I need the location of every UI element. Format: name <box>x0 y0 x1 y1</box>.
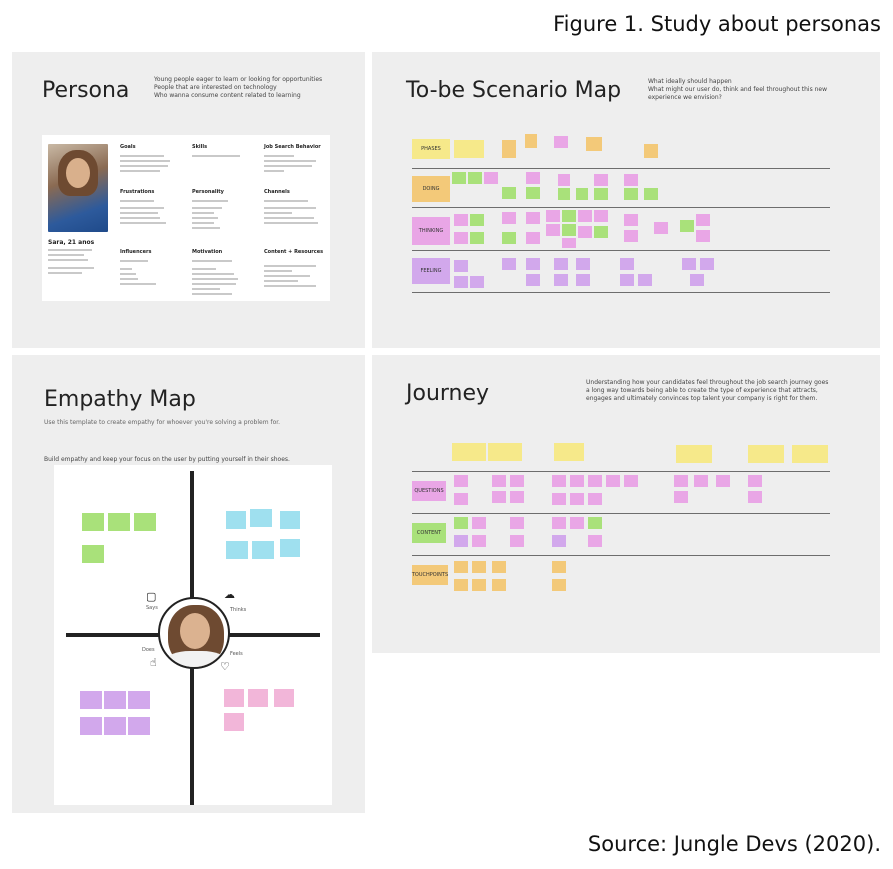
scenario-title: To-be Scenario Map <box>406 78 621 103</box>
scenario-row-feeling: FEELING <box>412 258 450 284</box>
persona-panel: Persona Young people eager to learn or l… <box>12 52 365 348</box>
thought-cloud-icon: ☁ <box>224 589 235 600</box>
scenario-row-thinking: THINKING <box>412 217 450 245</box>
persona-job-search-heading: Job Search Behavior <box>264 144 321 150</box>
figure-source: Source: Jungle Devs (2020). <box>588 832 881 856</box>
persona-skills-heading: Skills <box>192 144 207 150</box>
persona-intro: Young people eager to learn or looking f… <box>154 76 322 100</box>
persona-content-heading: Content + Resources <box>264 249 323 255</box>
journey-row-touchpoints: TOUCHPOINTS <box>412 565 448 585</box>
empathy-instruction: Build empathy and keep your focus on the… <box>44 456 290 464</box>
quadrant-label-thinks: Thinks <box>230 607 246 613</box>
empathy-title: Empathy Map <box>44 387 196 412</box>
journey-intro: Understanding how your candidates feel t… <box>586 379 828 403</box>
persona-personality-heading: Personality <box>192 189 224 195</box>
empathy-avatar <box>158 597 230 669</box>
quadrant-label-says: Says <box>146 605 158 611</box>
speech-bubble-icon: ▢ <box>146 591 156 602</box>
figure-title: Figure 1. Study about personas <box>553 12 881 36</box>
quadrant-label-does: Does <box>142 647 155 653</box>
persona-channels-heading: Channels <box>264 189 290 195</box>
quadrant-label-feels: Feels <box>230 651 243 657</box>
journey-panel: Journey Understanding how your candidate… <box>372 355 880 653</box>
journey-row-content: CONTENT <box>412 523 446 543</box>
empathy-canvas: ▢ Says ☁ Thinks Does ☝ Feels ♡ <box>54 465 332 805</box>
journey-title: Journey <box>406 381 489 406</box>
persona-influencers-heading: Influencers <box>120 249 151 255</box>
scenario-intro: What ideally should happen What might ou… <box>648 78 827 102</box>
empathy-panel: Empathy Map Use this template to create … <box>12 355 365 813</box>
persona-photo <box>48 144 108 232</box>
journey-row-questions: QUESTIONS <box>412 481 446 501</box>
scenario-row-phases: PHASES <box>412 139 450 159</box>
hand-pointer-icon: ☝ <box>150 657 157 668</box>
persona-name: Sara, 21 anos <box>48 239 94 246</box>
scenario-panel: To-be Scenario Map What ideally should h… <box>372 52 880 348</box>
persona-goals-heading: Goals <box>120 144 136 150</box>
persona-frustrations-heading: Frustrations <box>120 189 154 195</box>
scenario-row-doing: DOING <box>412 176 450 202</box>
persona-motivation-heading: Motivation <box>192 249 222 255</box>
persona-title: Persona <box>42 78 129 103</box>
empathy-intro: Use this template to create empathy for … <box>44 419 280 427</box>
